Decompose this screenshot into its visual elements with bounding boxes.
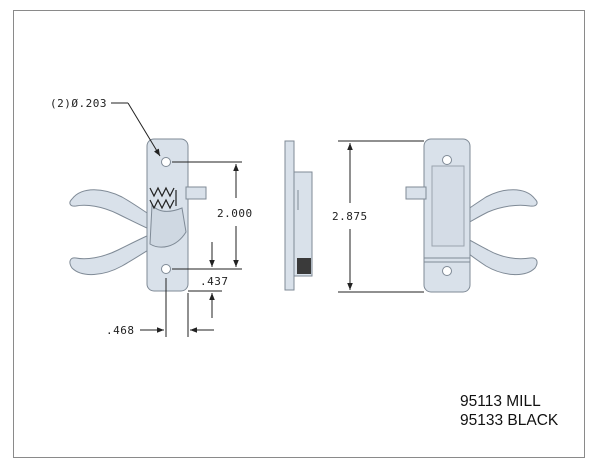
- slide-bolt: [185, 186, 207, 200]
- part-number-black: 95133 BLACK: [460, 412, 559, 429]
- side-view-latch: [284, 140, 313, 291]
- hole-callout: (2)Ø.203: [50, 97, 107, 110]
- back-view-latch: [405, 138, 538, 293]
- lower-handle: [69, 230, 159, 275]
- back-bottom-hole: [442, 266, 452, 276]
- dim-437-lines: [188, 242, 222, 318]
- dim-overall-height: 2.875: [332, 210, 368, 223]
- cam: [149, 203, 187, 248]
- dim-edge-offset: .468: [106, 324, 135, 337]
- drawing-border: [13, 10, 585, 458]
- back-slide-bolt: [405, 186, 427, 200]
- side-plate: [284, 140, 295, 291]
- back-top-hole: [442, 155, 452, 165]
- spring: [149, 186, 177, 210]
- hole-callout-leader: [111, 102, 161, 157]
- dim-2000-lines: [172, 161, 242, 270]
- back-lower-handle: [461, 235, 538, 275]
- dim-2875-lines: [338, 140, 424, 293]
- part-number-mill: 95113 MILL: [460, 393, 541, 410]
- dim-468-lines: [140, 278, 214, 337]
- side-bumper: [297, 258, 311, 274]
- back-upper-handle: [461, 189, 538, 227]
- back-housing: [431, 165, 465, 247]
- front-view-latch: [69, 138, 207, 292]
- top-hole: [161, 157, 171, 167]
- dim-hole-spacing: 2.000: [217, 207, 253, 220]
- upper-handle: [69, 189, 159, 234]
- bottom-hole: [161, 264, 171, 274]
- dim-hole-offset: .437: [200, 275, 229, 288]
